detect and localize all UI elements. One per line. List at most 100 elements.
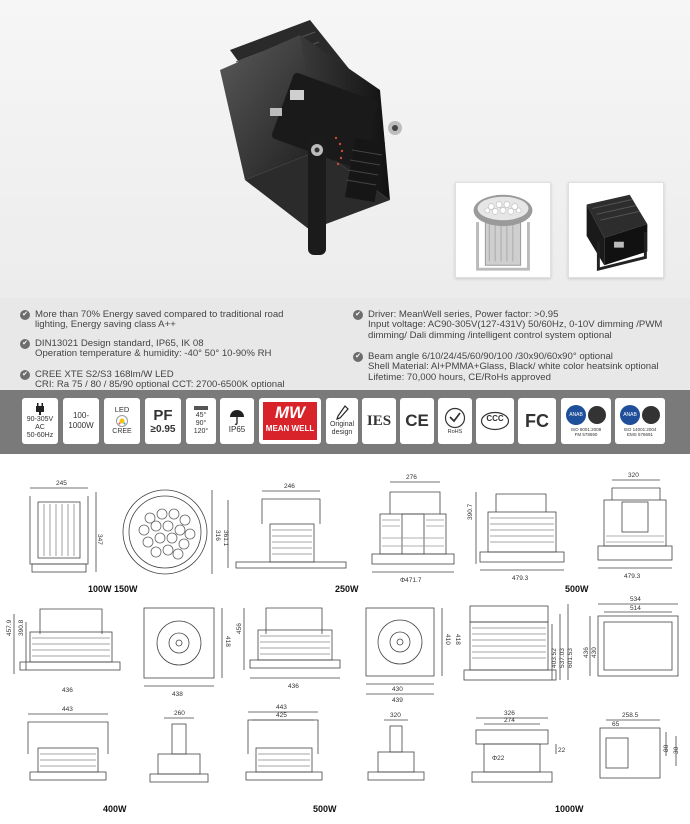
drawing-row2-side bbox=[13, 608, 121, 674]
dim-label: 443 bbox=[62, 706, 73, 713]
meanwell-logo-text: MEAN WELL bbox=[265, 424, 315, 433]
dim-label: 276 bbox=[406, 474, 417, 481]
dim-label: 316 bbox=[214, 530, 221, 541]
drawing-400w-back bbox=[149, 717, 209, 783]
drawing-500w-b-side bbox=[245, 711, 323, 781]
dim-label: 320 bbox=[628, 472, 639, 479]
drawing-1000w-back bbox=[471, 717, 557, 783]
voltage-text: 90-305V AC bbox=[26, 416, 54, 431]
drawing-1000w-top bbox=[599, 719, 677, 779]
ccc-logo-icon bbox=[480, 411, 510, 431]
drawing-100w-front bbox=[122, 489, 213, 575]
spec-led-source: ✔ CREE XTE S2/S3 168lm/W LED CRI: Ra 75 … bbox=[20, 369, 285, 391]
dim-label: 456 bbox=[236, 623, 243, 634]
spec-line: Shell Material: Al+PMMA+Glass, Black/ wh… bbox=[368, 361, 659, 373]
dim-label: 438 bbox=[172, 691, 183, 698]
dim-label: 430 bbox=[591, 647, 598, 658]
dim-label: 410 bbox=[444, 634, 451, 645]
dim-label: 418 bbox=[454, 634, 461, 645]
label-400w: 400W bbox=[103, 804, 127, 814]
label-1000w: 1000W bbox=[555, 804, 584, 814]
umbrella-icon bbox=[230, 410, 244, 425]
spec-design-standard: ✔ DIN13021 Design standard, IP65, IK 08 … bbox=[20, 338, 271, 360]
dim-label: 347 bbox=[96, 534, 103, 545]
spec-line: lighting, Energy saving class A++ bbox=[35, 319, 176, 331]
drawing-1000w-front bbox=[589, 603, 679, 677]
input-voltage-badge: 90-305V AC 50-60Hz bbox=[22, 398, 58, 444]
rohs-text: RoHS bbox=[447, 429, 463, 435]
power-range-badge: 100- 1000W bbox=[63, 398, 99, 444]
beam-angle-text: 90° bbox=[195, 420, 207, 427]
meanwell-logo: MW MEAN WELL bbox=[263, 402, 317, 440]
floodlight-back-image bbox=[586, 194, 648, 272]
dimension-drawings: 245 347 316 361.1 246 276 Φ471.7 390.7 4… bbox=[6, 472, 680, 783]
dim-label: 479.3 bbox=[512, 575, 529, 582]
dim-label: 436 bbox=[583, 647, 590, 658]
drawing-500w-b-back bbox=[367, 719, 425, 781]
meanwell-logo-mark: MW bbox=[274, 403, 306, 422]
floodlight-front-image bbox=[473, 194, 533, 271]
beam-angle-icon bbox=[194, 406, 208, 410]
iso14001-badge: ANAB ISO 14001:2004 EMS 578691 bbox=[615, 398, 665, 444]
dim-label: 390.7 bbox=[467, 503, 474, 520]
dim-label: 22 bbox=[558, 747, 566, 754]
drawing-400w-side bbox=[27, 713, 109, 781]
iso9001-badge: ANAB ISO 9001:2008 FM 578690 bbox=[561, 398, 611, 444]
drawing-500w-a-side bbox=[475, 492, 565, 571]
spec-line: CREE XTE S2/S3 168lm/W LED bbox=[35, 369, 174, 380]
dim-label: 439 bbox=[392, 697, 403, 704]
label-500w-b: 500W bbox=[313, 804, 337, 814]
dim-label: Φ471.7 bbox=[400, 577, 422, 584]
pf-text: PF bbox=[153, 406, 173, 424]
ip65-badge: IP65 bbox=[220, 398, 254, 444]
dim-label: 479.3 bbox=[624, 573, 641, 580]
drawing-1000w-side bbox=[463, 604, 569, 681]
anab-seal: ANAB bbox=[620, 404, 640, 425]
iso-text: ISO 14001:2004 bbox=[623, 426, 657, 432]
dim-label: 274 bbox=[504, 717, 515, 724]
label-250w: 250W bbox=[335, 584, 359, 594]
beam-angle-badge: 45° 90° 120° bbox=[186, 398, 216, 444]
led-text: LED bbox=[114, 405, 130, 414]
certification-icon-strip: 90-305V AC 50-60Hz 100- 1000W LED CREE P… bbox=[0, 390, 690, 454]
dim-label: 430 bbox=[392, 686, 403, 693]
dim-label: 390.8 bbox=[18, 619, 25, 636]
meanwell-badge: MW MEAN WELL bbox=[259, 398, 321, 444]
led-chip-icon bbox=[116, 415, 128, 427]
dim-label: 403.52 bbox=[551, 648, 558, 668]
iso-text: ISO 9001:2008 bbox=[570, 426, 602, 432]
dim-label: 436 bbox=[62, 687, 73, 694]
product-thumbnail-front[interactable] bbox=[455, 182, 551, 278]
spec-energy-saving: ✔ More than 70% Energy saved compared to… bbox=[20, 309, 284, 331]
led-cree-badge: LED CREE bbox=[104, 398, 140, 444]
check-icon: ✔ bbox=[353, 352, 363, 362]
ce-logo: CE bbox=[405, 411, 429, 430]
design-text: Original bbox=[329, 421, 355, 428]
fcc-badge: FC bbox=[518, 398, 556, 444]
check-icon: ✔ bbox=[20, 339, 30, 349]
check-icon: ✔ bbox=[353, 310, 363, 320]
spec-beam-shell-lifetime: ✔ Beam angle 6/10/24/45/60/90/100 /30x90… bbox=[353, 351, 659, 383]
dim-label: 65 bbox=[612, 721, 620, 728]
dim-label: 30 bbox=[673, 746, 680, 754]
dim-label: 245 bbox=[56, 480, 67, 487]
power-factor-badge: PF ≥0.95 bbox=[145, 398, 181, 444]
specifications-panel: ✔ More than 70% Energy saved compared to… bbox=[0, 298, 690, 390]
drawing-500w-a-back bbox=[597, 479, 673, 569]
spec-driver: ✔ Driver: MeanWell series, Power factor:… bbox=[353, 309, 663, 341]
plug-icon bbox=[36, 403, 44, 415]
dim-label: 418 bbox=[224, 636, 231, 647]
beam-angle-text: 45° bbox=[195, 412, 207, 419]
product-thumbnail-back[interactable] bbox=[568, 182, 664, 278]
rohs-badge: RoHS bbox=[438, 398, 472, 444]
cree-text: CREE bbox=[112, 428, 132, 435]
ce-badge: CE bbox=[400, 398, 434, 444]
pencil-icon bbox=[336, 405, 349, 420]
original-design-badge: Original design bbox=[326, 398, 358, 444]
dim-label: 537.03 bbox=[559, 648, 566, 668]
spec-line: Input voltage: AC90-305V(127-431V) 50/60… bbox=[368, 319, 663, 331]
spec-line: DIN13021 Design standard, IP65, IK 08 bbox=[35, 338, 204, 349]
ccc-text: CCC bbox=[486, 414, 504, 423]
drawing-250w-front bbox=[371, 481, 455, 573]
certification-seal-icon bbox=[642, 405, 660, 424]
